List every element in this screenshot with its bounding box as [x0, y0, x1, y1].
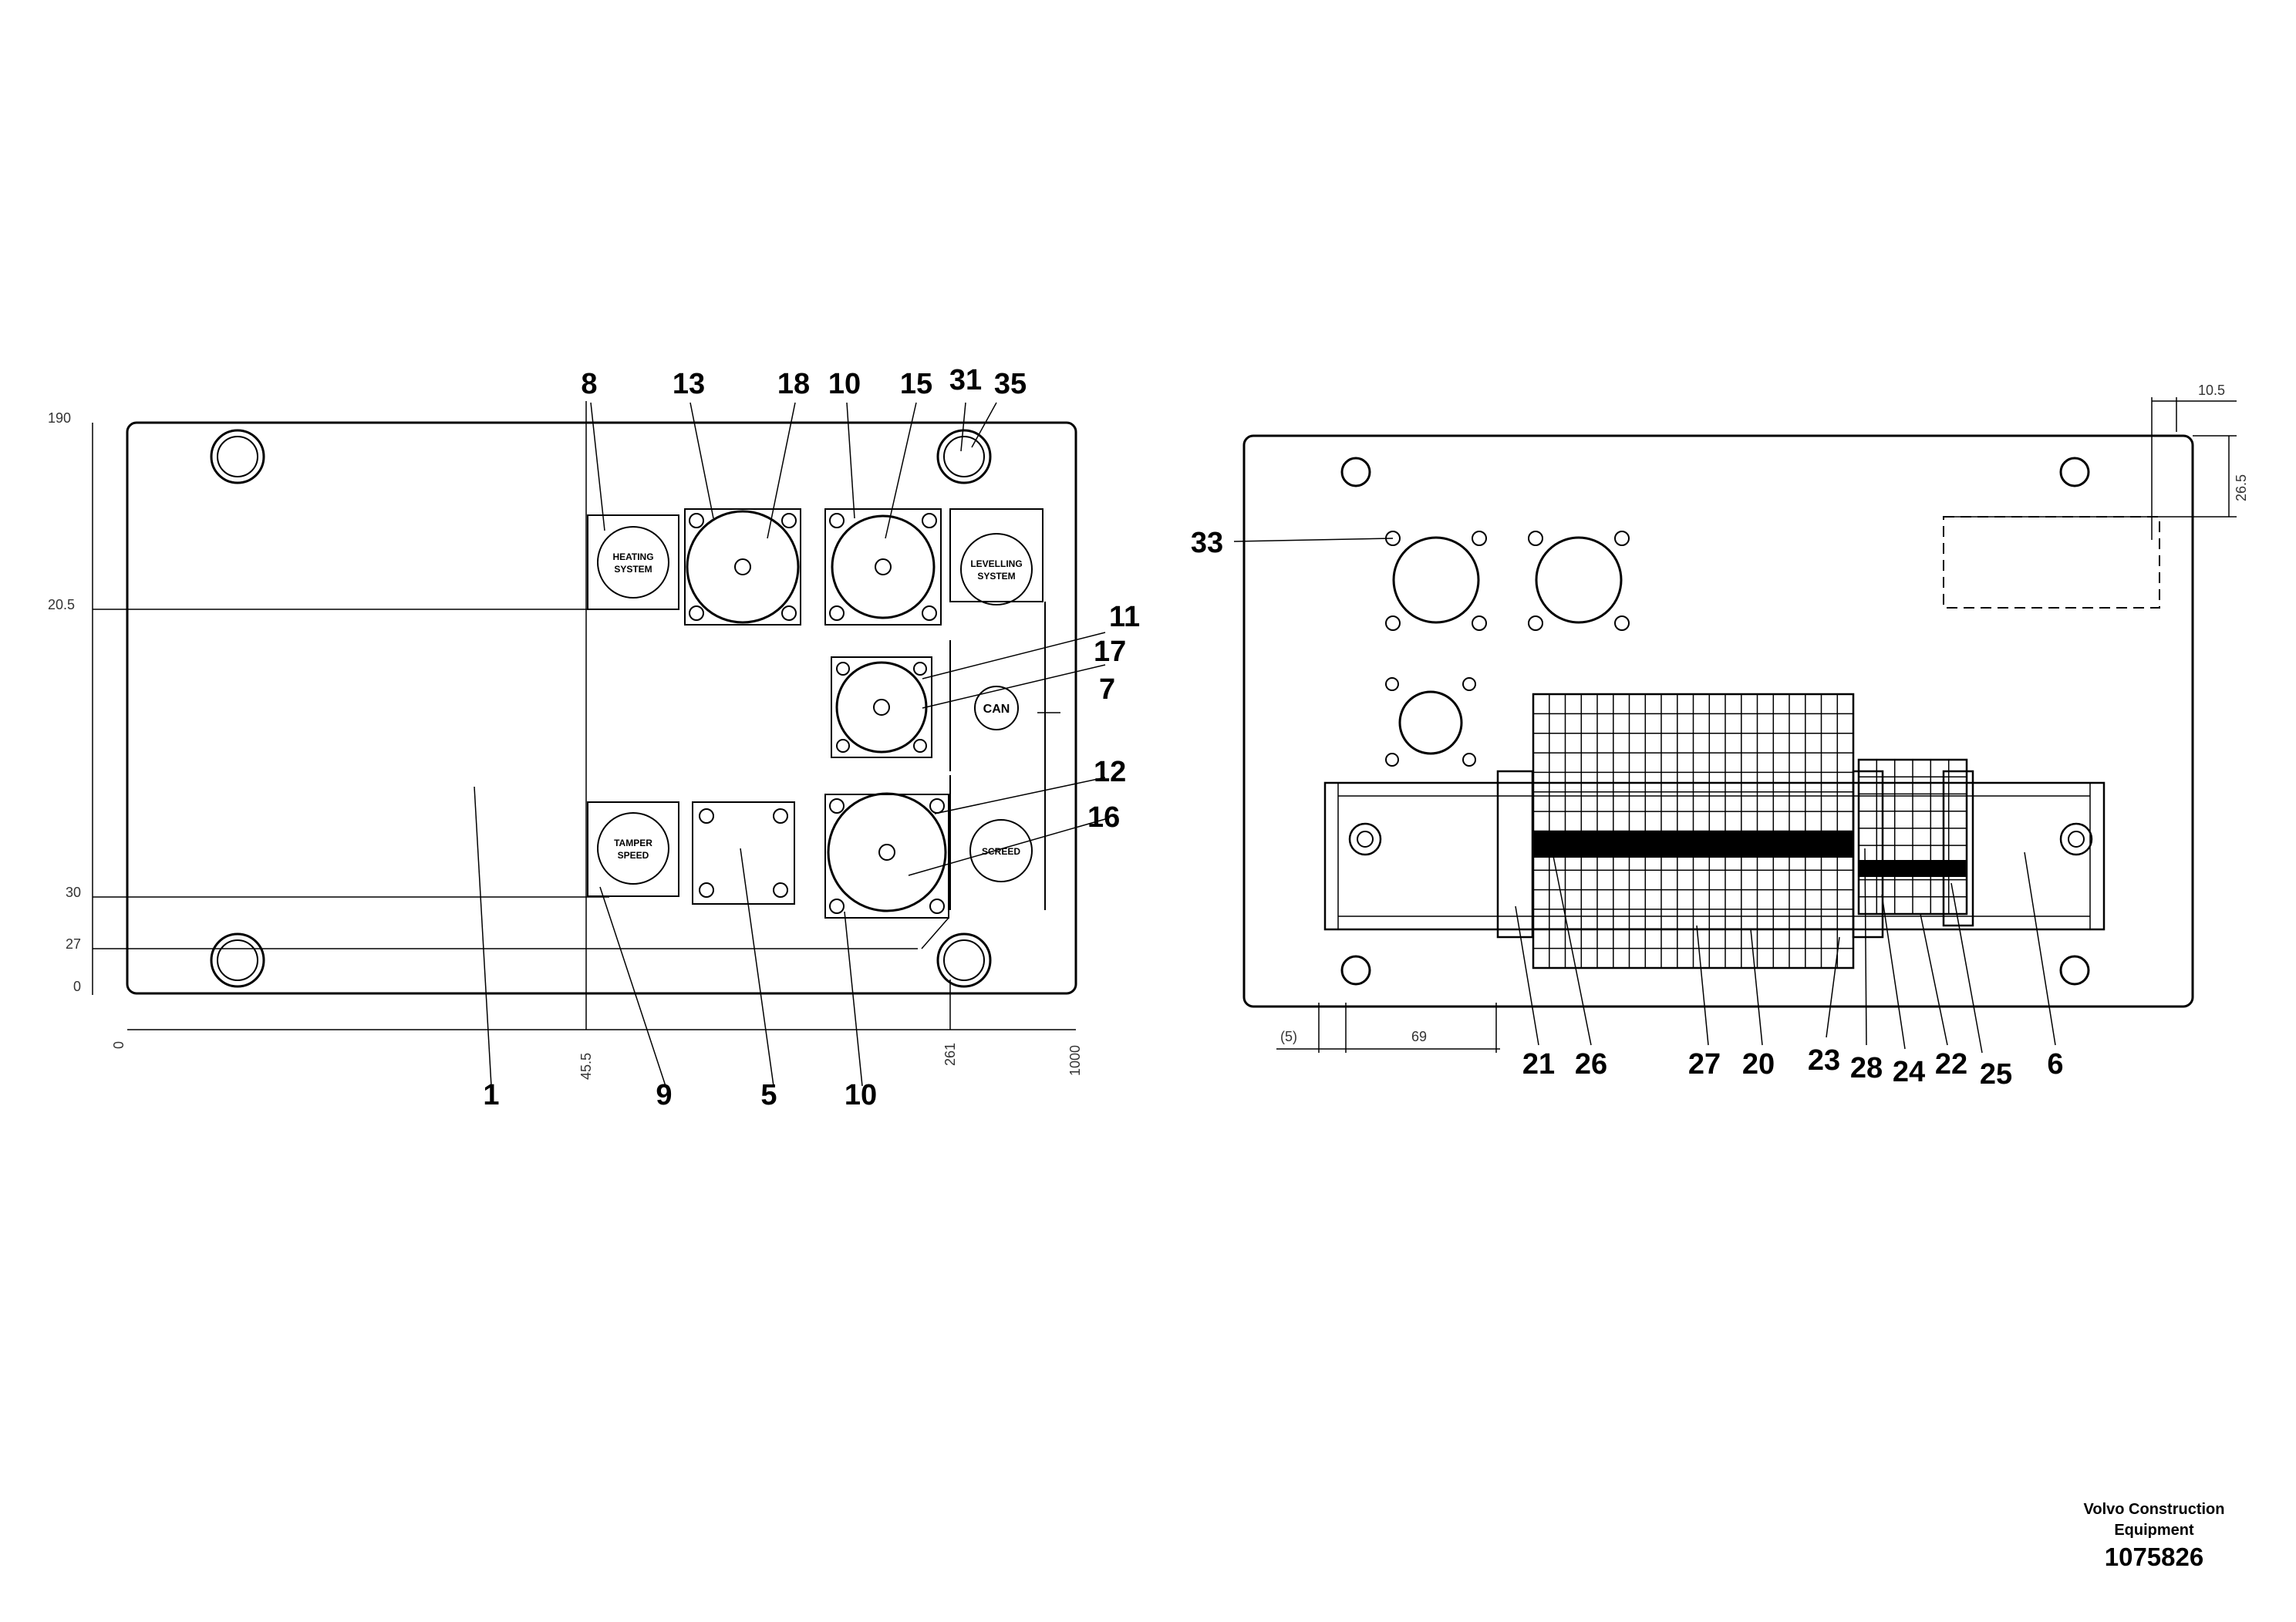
callouts-left: 8 13 18 10 15 31 35 11 17 7 12 16 1 9 5 … — [483, 364, 1140, 1111]
callout-11: 11 — [1109, 601, 1140, 633]
dim-5: (5) — [1280, 1029, 1297, 1044]
callout-9: 9 — [656, 1079, 672, 1111]
heating-label-line1: HEATING — [612, 551, 653, 562]
callout-8: 8 — [581, 368, 597, 400]
callout-1: 1 — [483, 1079, 499, 1111]
heating-system-label: HEATING SYSTEM — [587, 514, 679, 610]
dim-30: 30 — [66, 885, 81, 900]
left-panel-view: HEATING SYSTEM LEVELLING SYSTEM — [48, 364, 1140, 1111]
levelling-label-line2: SYSTEM — [977, 571, 1015, 582]
callout-28: 28 — [1850, 1052, 1883, 1084]
callout-31: 31 — [949, 364, 982, 396]
callout-35: 35 — [994, 368, 1027, 400]
brand-line2: Equipment — [2114, 1522, 2194, 1539]
panel-plate — [126, 421, 1077, 995]
dim-20-5: 20.5 — [48, 597, 75, 612]
callout-10-bottom: 10 — [845, 1079, 877, 1111]
connector-13 — [684, 508, 801, 626]
connector-11 — [831, 656, 932, 758]
callout-26: 26 — [1575, 1048, 1607, 1081]
callout-23: 23 — [1808, 1044, 1840, 1077]
callout-22: 22 — [1935, 1048, 1967, 1081]
callouts-right: 33 21 26 27 20 23 28 24 22 25 6 — [1191, 527, 2064, 1091]
dim-27: 27 — [66, 936, 81, 952]
can-text: CAN — [983, 703, 1010, 716]
levelling-label-line1: LEVELLING — [970, 558, 1022, 569]
tamper-speed-label: TAMPER SPEED — [587, 801, 679, 897]
leader-lines-right — [1233, 538, 2056, 1054]
callout-27: 27 — [1688, 1048, 1721, 1081]
dim-190: 190 — [48, 410, 71, 426]
right-panel-view: 33 21 26 27 20 23 28 24 22 25 6 10.5 26.… — [1191, 383, 2249, 1091]
terminal-blocks-main — [1496, 693, 1884, 969]
screed-text: SCREED — [982, 846, 1020, 857]
levelling-system-label: LEVELLING SYSTEM — [949, 508, 1043, 605]
rear-plate — [1242, 434, 2194, 1008]
callout-21: 21 — [1522, 1048, 1555, 1081]
dim-45-5: 45.5 — [578, 1053, 594, 1080]
blind-plate-5 — [692, 801, 795, 905]
footer-block: Volvo Construction Equipment 1075826 — [2084, 1501, 2225, 1571]
dim-lines-right — [1276, 397, 2237, 1053]
callout-33: 33 — [1191, 527, 1223, 559]
callout-6: 6 — [2047, 1048, 2063, 1081]
callout-24: 24 — [1893, 1056, 1925, 1088]
part-number: 1075826 — [2105, 1543, 2203, 1571]
cutout-outline — [1943, 516, 2160, 609]
tamper-label-line1: TAMPER — [614, 838, 652, 848]
connector-15 — [824, 508, 942, 626]
dimension-labels-right: 10.5 26.5 (5) 69 — [1280, 383, 2249, 1044]
connector-12 — [824, 792, 949, 919]
callout-13: 13 — [673, 368, 705, 400]
tamper-label-line2: SPEED — [618, 850, 649, 861]
rear-connectors — [1385, 531, 1630, 767]
dim-0-bottom: 0 — [111, 1041, 126, 1049]
callout-10-top: 10 — [828, 368, 861, 400]
dim-0-left: 0 — [73, 979, 81, 994]
callout-16: 16 — [1087, 801, 1120, 834]
dim-261: 261 — [942, 1043, 958, 1066]
can-label: CAN — [949, 602, 1046, 771]
dimension-labels-left: 190 20.5 30 27 0 0 45.5 261 1000 — [48, 410, 1083, 1080]
leader-lines-left — [474, 402, 1106, 1087]
terminal-blocks-small — [1857, 758, 1974, 927]
callout-7: 7 — [1099, 673, 1115, 706]
callout-18: 18 — [777, 368, 810, 400]
dim-1000: 1000 — [1067, 1045, 1083, 1076]
dim-10-5: 10.5 — [2198, 383, 2225, 398]
dim-26-5: 26.5 — [2234, 474, 2249, 501]
callout-20: 20 — [1742, 1048, 1775, 1081]
mounting-holes — [210, 429, 992, 988]
callout-12: 12 — [1094, 756, 1126, 788]
dim-69: 69 — [1411, 1029, 1427, 1044]
callout-15: 15 — [900, 368, 932, 400]
callout-25: 25 — [1980, 1058, 2012, 1091]
screed-label: SCREED — [949, 760, 1046, 910]
rear-mounting-holes — [1340, 457, 2090, 986]
heating-label-line2: SYSTEM — [614, 564, 652, 575]
callout-5: 5 — [760, 1079, 777, 1111]
callout-17: 17 — [1094, 636, 1126, 668]
brand-line1: Volvo Construction — [2084, 1501, 2225, 1518]
